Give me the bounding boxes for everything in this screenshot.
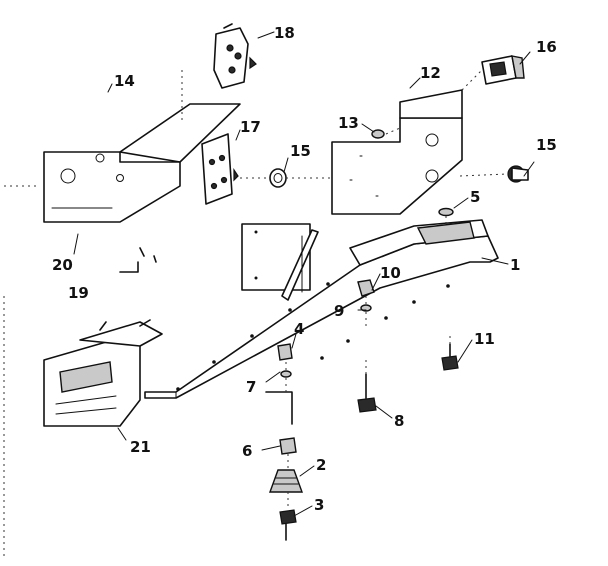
- motor-assembly: [43, 319, 163, 427]
- callout-13: 13: [338, 114, 359, 132]
- callout-2: 2: [316, 456, 326, 474]
- callout-20: 20: [52, 256, 73, 274]
- switch-knob-right: [507, 165, 529, 183]
- hardware: [265, 129, 459, 541]
- callout-17: 17: [240, 118, 261, 136]
- callout-21: 21: [130, 438, 151, 456]
- callout-3: 3: [314, 496, 324, 514]
- callout-7: 7: [246, 378, 256, 396]
- callout-5: 5: [470, 188, 480, 206]
- callout-4: 4: [294, 320, 304, 338]
- base-plate: [144, 219, 499, 399]
- box-housing: [331, 89, 463, 215]
- callout-9: 9: [334, 302, 344, 320]
- callout-6: 6: [242, 442, 252, 460]
- callout-15-right: 15: [536, 136, 557, 154]
- callout-12: 12: [420, 64, 441, 82]
- switch-plate: [201, 133, 239, 205]
- connector-block: [481, 55, 525, 85]
- small-clip: [119, 247, 157, 273]
- callout-8: 8: [394, 412, 404, 430]
- callout-19: 19: [68, 284, 89, 302]
- callout-labels: 1 2 3 4 5 6 7 8 9 10 11 12 13 14 15 15 1…: [52, 24, 557, 514]
- callout-18: 18: [274, 24, 295, 42]
- gusset-bracket: [241, 223, 319, 301]
- callout-16: 16: [536, 38, 557, 56]
- callout-11: 11: [474, 330, 495, 348]
- assembly-lines: [3, 69, 509, 560]
- leader-lines: [73, 31, 535, 517]
- left-bracket: [43, 103, 241, 223]
- callout-14: 14: [114, 72, 135, 90]
- callout-10: 10: [380, 264, 401, 282]
- rotary-switch: [213, 23, 257, 89]
- callout-1: 1: [510, 256, 520, 274]
- callout-15-center: 15: [290, 142, 311, 160]
